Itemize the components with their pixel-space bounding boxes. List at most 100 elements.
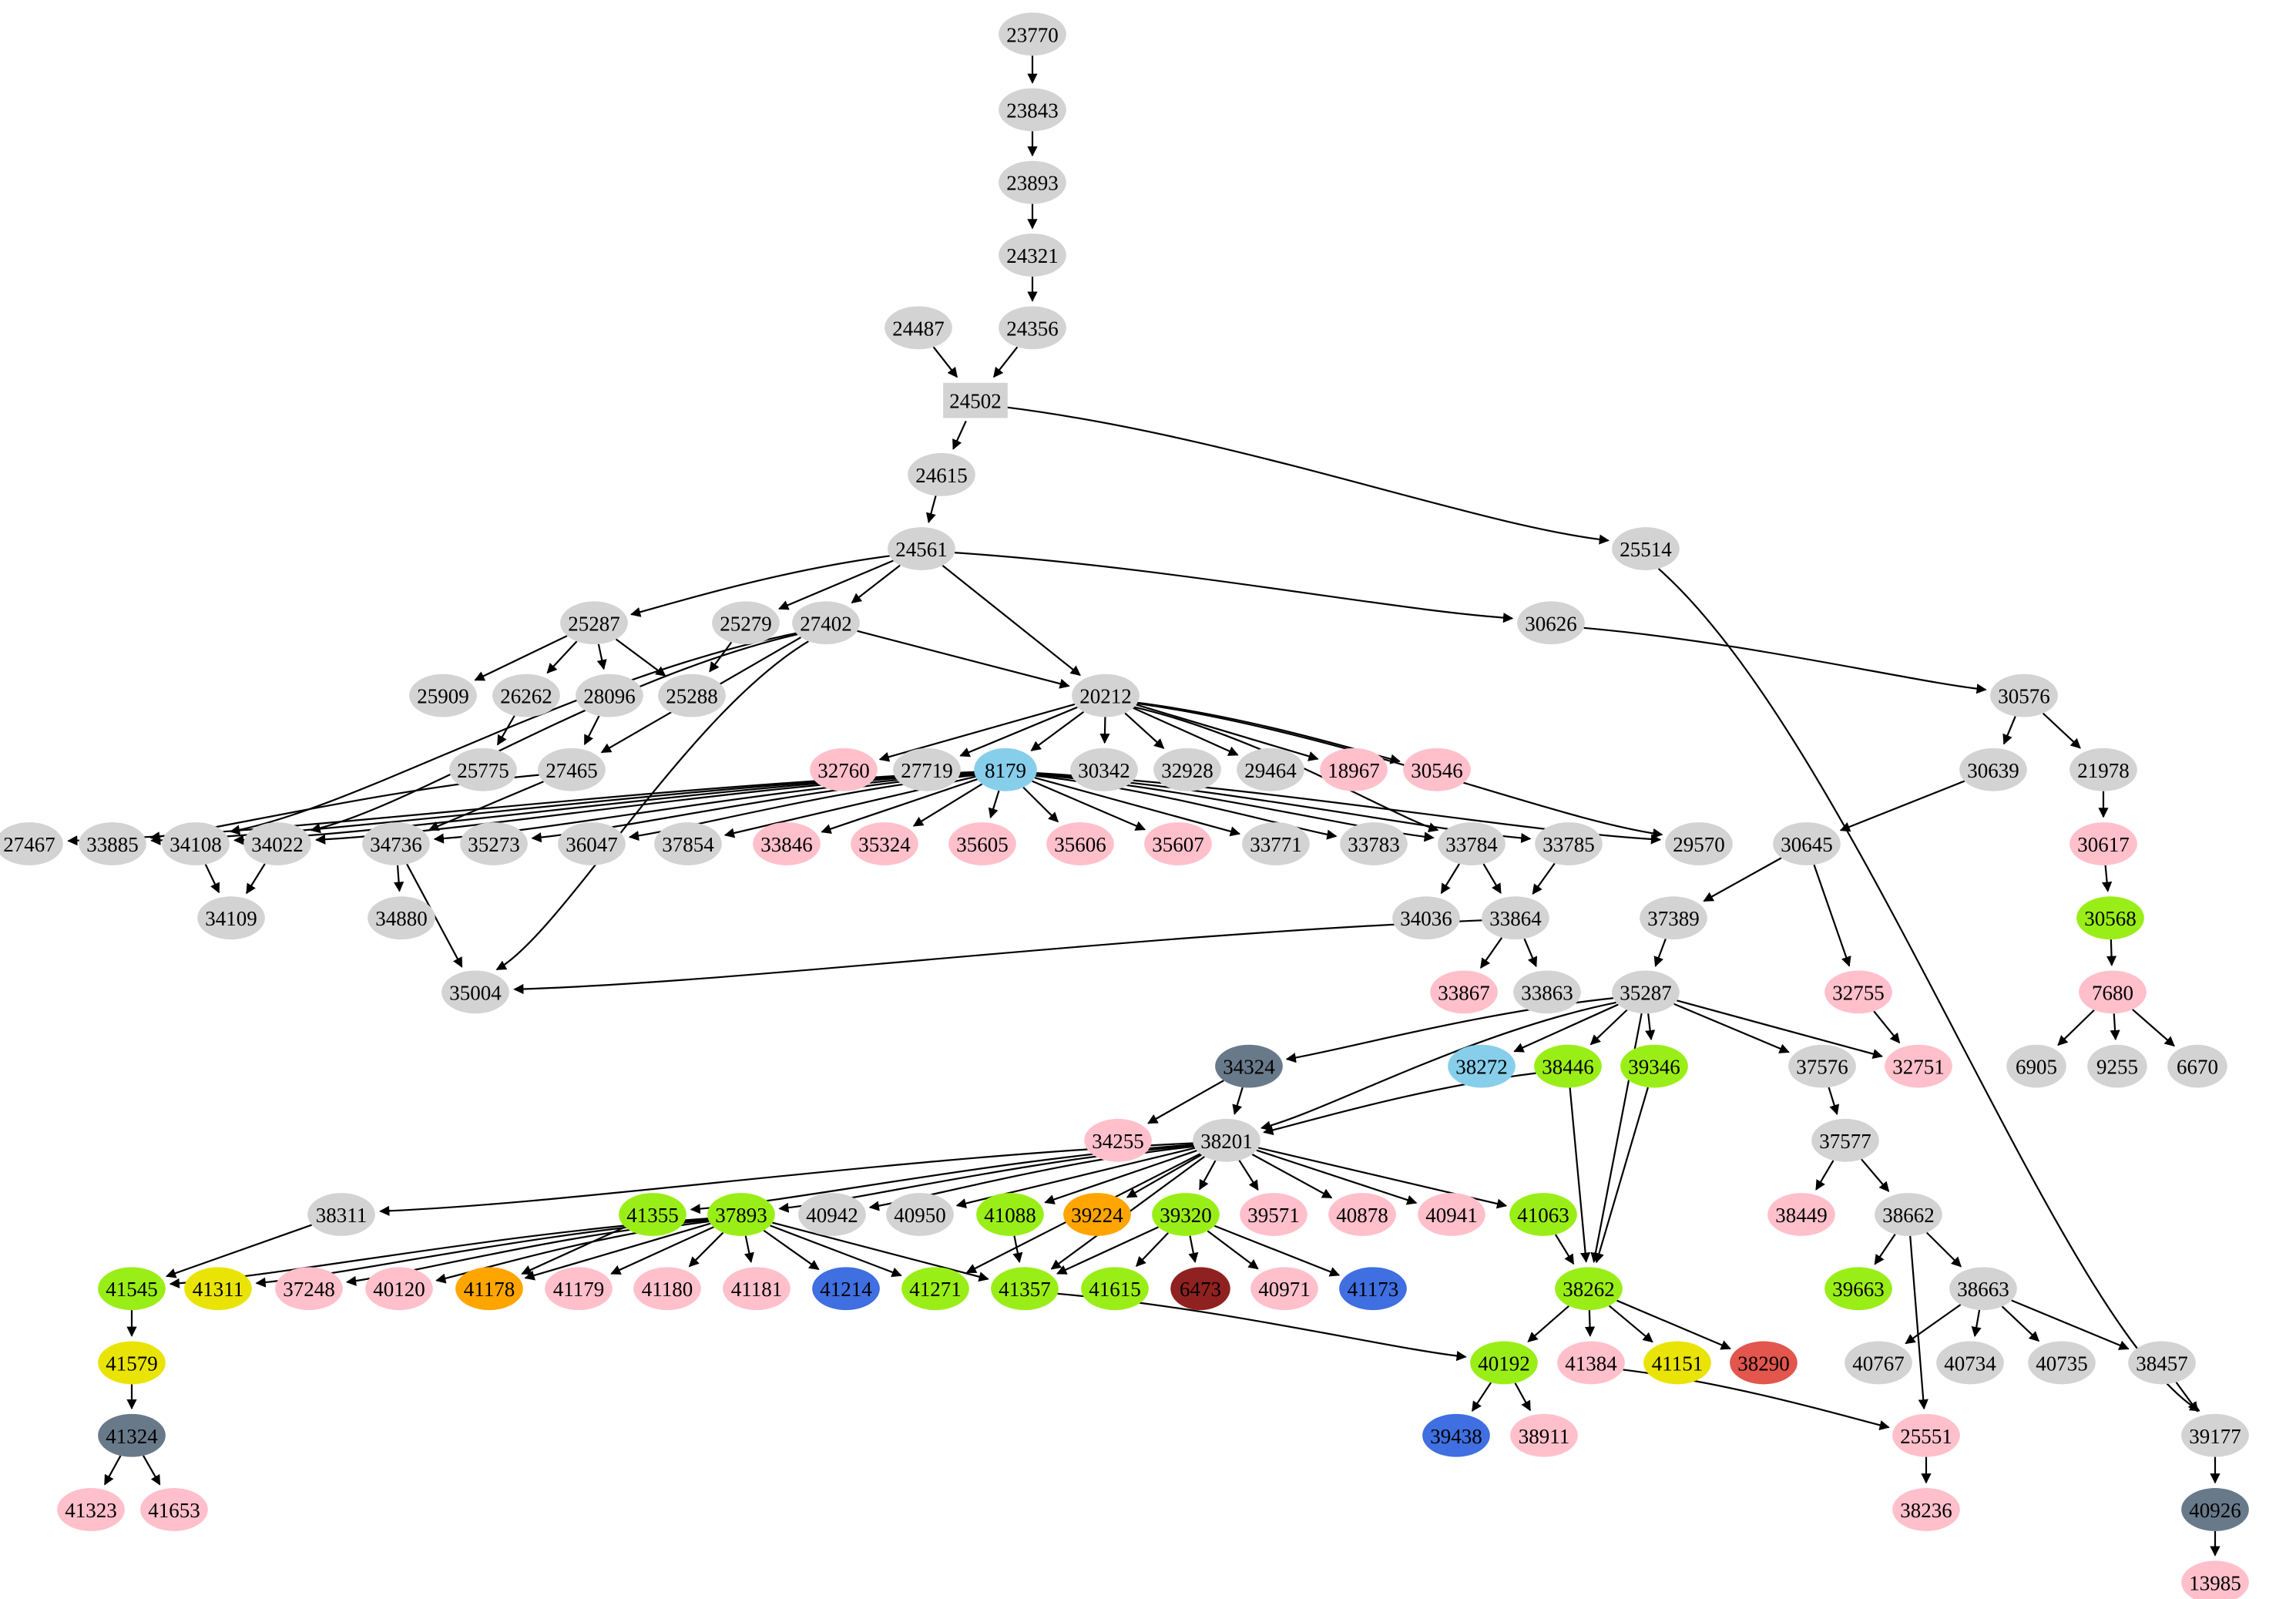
- graph-node-38272[interactable]: 38272: [1448, 1044, 1516, 1088]
- graph-node-24487[interactable]: 24487: [884, 306, 952, 350]
- graph-node-6670[interactable]: 6670: [2167, 1044, 2227, 1088]
- graph-node-7680[interactable]: 7680: [2079, 970, 2147, 1014]
- graph-node-36047[interactable]: 36047: [558, 822, 626, 865]
- graph-node-34108[interactable]: 34108: [162, 822, 230, 865]
- graph-node-38446[interactable]: 38446: [1534, 1044, 1602, 1088]
- graph-node-41179[interactable]: 41179: [545, 1267, 613, 1311]
- graph-node-33771[interactable]: 33771: [1242, 822, 1310, 865]
- graph-node-24356[interactable]: 24356: [999, 306, 1066, 350]
- graph-node-39346[interactable]: 39346: [1620, 1044, 1688, 1088]
- graph-node-41357[interactable]: 41357: [991, 1267, 1059, 1311]
- graph-node-35324[interactable]: 35324: [851, 822, 918, 865]
- graph-node-41545[interactable]: 41545: [98, 1267, 166, 1311]
- graph-node-38457[interactable]: 38457: [2128, 1341, 2196, 1385]
- graph-node-18967[interactable]: 18967: [1320, 747, 1388, 791]
- graph-node-24321[interactable]: 24321: [999, 233, 1066, 277]
- graph-node-41181[interactable]: 41181: [723, 1267, 791, 1311]
- graph-node-38290[interactable]: 38290: [1730, 1341, 1798, 1385]
- graph-node-40941[interactable]: 40941: [1418, 1193, 1485, 1236]
- graph-node-23893[interactable]: 23893: [999, 160, 1066, 204]
- graph-node-34324[interactable]: 34324: [1215, 1044, 1283, 1088]
- graph-node-40120[interactable]: 40120: [365, 1267, 433, 1311]
- graph-node-41615[interactable]: 41615: [1081, 1267, 1149, 1311]
- graph-node-35004[interactable]: 35004: [441, 970, 509, 1014]
- graph-node-35606[interactable]: 35606: [1046, 822, 1114, 865]
- graph-node-8179[interactable]: 8179: [974, 747, 1037, 791]
- graph-node-35605[interactable]: 35605: [948, 822, 1016, 865]
- graph-node-38236[interactable]: 38236: [1892, 1488, 1960, 1531]
- graph-node-41323[interactable]: 41323: [57, 1488, 125, 1531]
- graph-node-27467[interactable]: 27467: [0, 822, 63, 865]
- graph-node-30342[interactable]: 30342: [1070, 747, 1138, 791]
- graph-node-28096[interactable]: 28096: [576, 674, 643, 717]
- graph-node-30576[interactable]: 30576: [1990, 674, 2058, 717]
- graph-node-23770[interactable]: 23770: [999, 12, 1066, 56]
- graph-node-24615[interactable]: 24615: [908, 452, 975, 496]
- graph-node-33785[interactable]: 33785: [1535, 822, 1603, 865]
- graph-node-40192[interactable]: 40192: [1470, 1341, 1538, 1385]
- graph-node-38449[interactable]: 38449: [1767, 1193, 1835, 1236]
- graph-node-37248[interactable]: 37248: [275, 1267, 343, 1311]
- graph-node-41173[interactable]: 41173: [1339, 1267, 1407, 1311]
- graph-node-38201[interactable]: 38201: [1193, 1118, 1260, 1162]
- graph-node-33867[interactable]: 33867: [1430, 970, 1498, 1014]
- graph-node-40878[interactable]: 40878: [1328, 1193, 1396, 1236]
- graph-node-41311[interactable]: 41311: [184, 1267, 252, 1311]
- graph-node-41579[interactable]: 41579: [98, 1341, 166, 1385]
- graph-node-6473[interactable]: 6473: [1170, 1267, 1230, 1311]
- graph-node-30626[interactable]: 30626: [1517, 601, 1585, 645]
- graph-node-37854[interactable]: 37854: [654, 822, 722, 865]
- graph-node-39224[interactable]: 39224: [1063, 1193, 1131, 1236]
- graph-node-30645[interactable]: 30645: [1773, 822, 1841, 865]
- graph-node-29570[interactable]: 29570: [1665, 822, 1733, 865]
- graph-node-37389[interactable]: 37389: [1640, 896, 1707, 940]
- graph-node-33885[interactable]: 33885: [79, 822, 146, 865]
- graph-node-41653[interactable]: 41653: [140, 1488, 208, 1531]
- graph-node-34736[interactable]: 34736: [362, 822, 430, 865]
- graph-node-40942[interactable]: 40942: [798, 1193, 866, 1236]
- graph-node-32755[interactable]: 32755: [1824, 970, 1892, 1014]
- graph-node-35273[interactable]: 35273: [460, 822, 528, 865]
- graph-node-34036[interactable]: 34036: [1392, 896, 1460, 940]
- graph-node-27465[interactable]: 27465: [538, 747, 606, 791]
- graph-node-30546[interactable]: 30546: [1403, 747, 1471, 791]
- graph-node-37577[interactable]: 37577: [1811, 1118, 1879, 1162]
- graph-node-41088[interactable]: 41088: [976, 1193, 1044, 1236]
- graph-node-41214[interactable]: 41214: [812, 1267, 880, 1311]
- graph-node-40926[interactable]: 40926: [2181, 1488, 2249, 1531]
- graph-node-27719[interactable]: 27719: [893, 747, 961, 791]
- graph-node-40735[interactable]: 40735: [2028, 1341, 2096, 1385]
- graph-node-40971[interactable]: 40971: [1250, 1267, 1318, 1311]
- graph-node-39663[interactable]: 39663: [1824, 1267, 1892, 1311]
- graph-node-40767[interactable]: 40767: [1845, 1341, 1912, 1385]
- graph-node-40950[interactable]: 40950: [886, 1193, 954, 1236]
- graph-node-24502[interactable]: 24502: [943, 382, 1008, 418]
- graph-node-29464[interactable]: 29464: [1237, 747, 1304, 791]
- graph-node-35287[interactable]: 35287: [1612, 970, 1680, 1014]
- graph-node-25288[interactable]: 25288: [658, 674, 726, 717]
- graph-node-30568[interactable]: 30568: [2076, 896, 2144, 940]
- graph-node-39438[interactable]: 39438: [1422, 1413, 1490, 1457]
- graph-node-41271[interactable]: 41271: [901, 1267, 969, 1311]
- graph-node-23843[interactable]: 23843: [999, 88, 1066, 132]
- graph-node-34022[interactable]: 34022: [243, 822, 311, 865]
- graph-node-33783[interactable]: 33783: [1340, 822, 1408, 865]
- graph-node-25514[interactable]: 25514: [1612, 527, 1680, 570]
- graph-node-41063[interactable]: 41063: [1509, 1193, 1577, 1236]
- graph-node-25551[interactable]: 25551: [1892, 1413, 1960, 1457]
- graph-node-41151[interactable]: 41151: [1643, 1341, 1711, 1385]
- graph-node-25775[interactable]: 25775: [449, 747, 517, 791]
- graph-node-24561[interactable]: 24561: [888, 527, 955, 570]
- graph-node-27402[interactable]: 27402: [792, 601, 860, 645]
- graph-node-38262[interactable]: 38262: [1555, 1267, 1623, 1311]
- graph-node-41180[interactable]: 41180: [633, 1267, 701, 1311]
- graph-node-41384[interactable]: 41384: [1557, 1341, 1625, 1385]
- graph-node-9255[interactable]: 9255: [2087, 1044, 2147, 1088]
- graph-node-35607[interactable]: 35607: [1144, 822, 1212, 865]
- graph-node-32928[interactable]: 32928: [1153, 747, 1221, 791]
- graph-node-38911[interactable]: 38911: [1510, 1413, 1578, 1457]
- graph-node-26262[interactable]: 26262: [492, 674, 560, 717]
- graph-node-30639[interactable]: 30639: [1959, 747, 2027, 791]
- graph-node-25279[interactable]: 25279: [712, 601, 780, 645]
- graph-node-41324[interactable]: 41324: [98, 1413, 166, 1457]
